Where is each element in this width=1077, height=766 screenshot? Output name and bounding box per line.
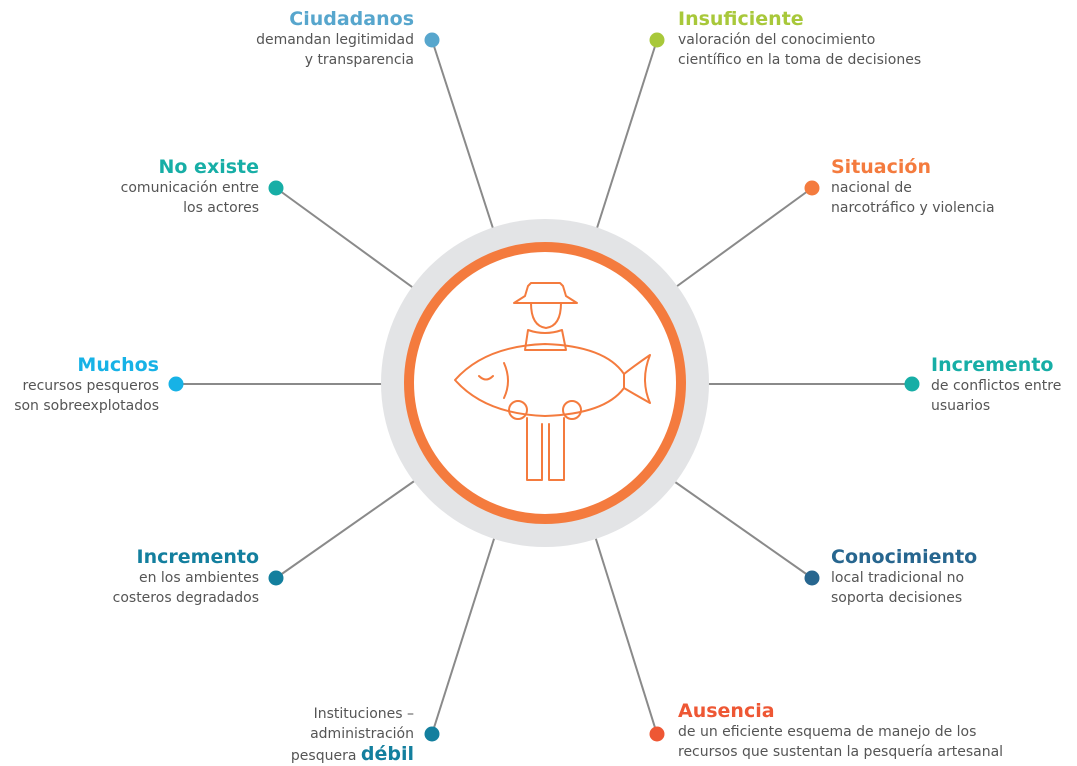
label-ausencia: Ausencia de un eficiente esquema de mane…: [678, 700, 1003, 762]
heading-incremento-ambientes: Incremento: [136, 546, 259, 568]
text-instituciones-line3: pesquera: [290, 748, 357, 764]
text-ciudadanos: demandan legitimidad y transparencia: [256, 32, 414, 68]
label-incremento-conflictos: Incremento de conflictos entre usuarios: [931, 354, 1061, 416]
heading-incremento-conflictos: Incremento: [931, 354, 1054, 376]
dot-instituciones: [424, 726, 440, 742]
text-muchos: recursos pesqueros son sobreexplotados: [14, 378, 159, 414]
connector-ciudadanos: [431, 39, 501, 251]
dot-ciudadanos: [424, 32, 440, 48]
label-conocimiento: Conocimiento local tradicional no soport…: [831, 546, 977, 608]
label-insuficiente: Insuficiente valoración del conocimiento…: [678, 8, 921, 70]
connector-no-existe: [275, 187, 431, 301]
connector-incremento-ambientes: [275, 469, 431, 579]
connector-lines: [176, 39, 912, 735]
text-ausencia: de un eficiente esquema de manejo de los…: [678, 724, 1004, 760]
connector-insuficiente: [589, 39, 658, 251]
dot-ausencia: [649, 726, 665, 742]
label-no-existe: No existe comunicación entre los actores: [121, 156, 259, 218]
connector-situacion: [657, 187, 813, 301]
text-incremento-ambientes: en los ambientes costeros degradados: [112, 570, 259, 606]
heading-ausencia: Ausencia: [678, 700, 775, 722]
label-ciudadanos: Ciudadanos demandan legitimidad y transp…: [256, 8, 414, 70]
heading-no-existe: No existe: [158, 156, 259, 178]
heading-ciudadanos: Ciudadanos: [289, 8, 414, 30]
orange-ring: [404, 242, 686, 524]
heading-conocimiento: Conocimiento: [831, 546, 978, 568]
heading-situacion: Situación: [831, 156, 931, 178]
text-instituciones-line2: administración: [310, 726, 414, 742]
fisherman-holding-fish-icon: [454, 282, 651, 481]
label-muchos: Muchos recursos pesqueros son sobreexplo…: [14, 354, 159, 416]
connector-instituciones: [431, 519, 501, 735]
label-incremento-ambientes: Incremento en los ambientes costeros deg…: [113, 546, 259, 608]
text-no-existe: comunicación entre los actores: [120, 180, 259, 216]
dot-insuficiente: [649, 32, 665, 48]
heading-instituciones: débil: [360, 743, 414, 765]
text-situacion: nacional de narcotráfico y violencia: [831, 180, 995, 216]
dot-muchos: [168, 376, 184, 392]
connector-conocimiento: [657, 469, 813, 579]
dot-conocimiento: [804, 570, 820, 586]
label-instituciones: Instituciones – administración pesquera …: [291, 704, 414, 766]
heading-muchos: Muchos: [77, 354, 159, 376]
text-conocimiento: local tradicional no soporta decisiones: [831, 570, 965, 606]
dot-no-existe: [268, 180, 284, 196]
dot-incremento-ambientes: [268, 570, 284, 586]
text-insuficiente: valoración del conocimiento científico e…: [678, 32, 922, 68]
connector-ausencia: [589, 519, 658, 735]
dot-situacion: [804, 180, 820, 196]
dot-incremento-conflictos: [904, 376, 920, 392]
label-situacion: Situación nacional de narcotráfico y vio…: [831, 156, 995, 218]
heading-insuficiente: Insuficiente: [678, 8, 804, 30]
text-incremento-conflictos: de conflictos entre usuarios: [931, 378, 1062, 414]
marker-dots: [168, 32, 920, 742]
text-instituciones-line1: Instituciones –: [313, 706, 414, 722]
